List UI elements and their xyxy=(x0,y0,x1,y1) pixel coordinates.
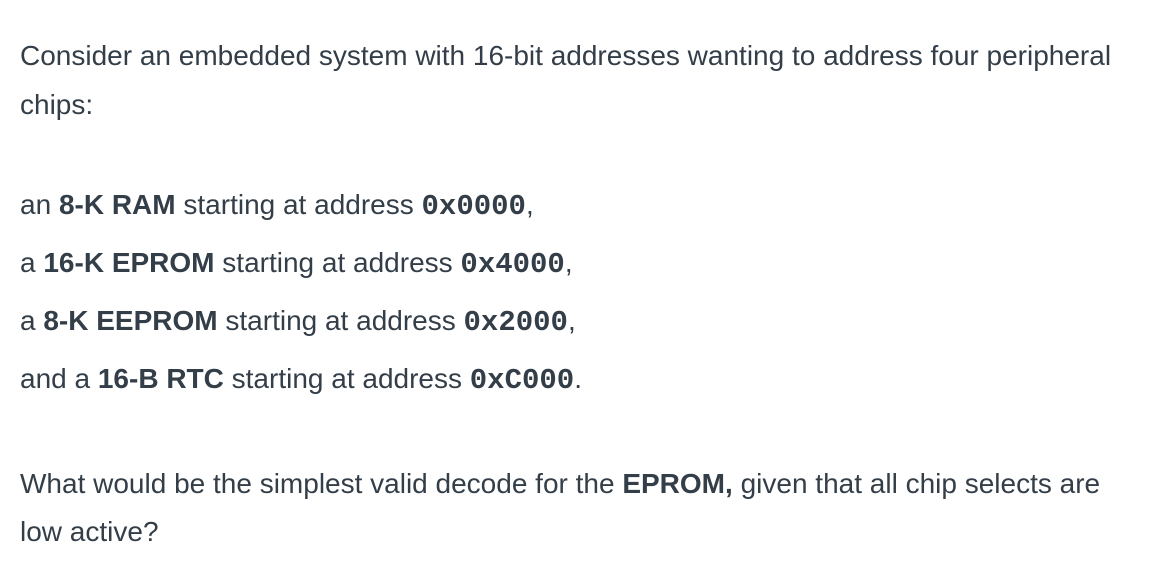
chip-mid: starting at address xyxy=(223,363,470,394)
chip-prefix: and a xyxy=(20,363,98,394)
chip-line-eprom: a 16-K EPROM starting at address 0x4000, xyxy=(20,235,1148,293)
chip-suffix: , xyxy=(525,189,534,220)
question-before: What would be the simplest valid decode … xyxy=(20,468,623,499)
chip-address: 0xC000 xyxy=(469,364,575,397)
chip-line-ram: an 8-K RAM starting at address 0x0000, xyxy=(20,177,1148,235)
chip-name: 8-K EEPROM xyxy=(43,305,218,336)
chip-prefix: an xyxy=(20,189,59,220)
question-emphasis: EPROM, xyxy=(622,468,733,499)
question-after: given that all chip selects are low acti… xyxy=(20,468,1101,547)
chip-suffix: , xyxy=(567,305,576,336)
intro-text: Consider an embedded system with 16-bit … xyxy=(20,40,1112,120)
chip-name: 8-K RAM xyxy=(58,189,176,220)
chip-suffix: , xyxy=(564,247,573,278)
chip-list: an 8-K RAM starting at address 0x0000, a… xyxy=(20,177,1148,409)
chip-name: 16-B RTC xyxy=(97,363,224,394)
chip-suffix: . xyxy=(574,363,582,394)
chip-address: 0x4000 xyxy=(460,248,565,281)
chip-address: 0x0000 xyxy=(421,190,526,223)
chip-line-eeprom: a 8-K EEPROM starting at address 0x2000, xyxy=(20,293,1148,351)
chip-prefix: a xyxy=(20,247,44,278)
intro-paragraph: Consider an embedded system with 16-bit … xyxy=(20,31,1148,129)
chip-mid: starting at address xyxy=(175,189,422,220)
chip-mid: starting at address xyxy=(217,305,464,336)
question-paragraph: What would be the simplest valid decode … xyxy=(20,460,1148,556)
chip-address: 0x2000 xyxy=(463,306,568,339)
chip-line-rtc: and a 16-B RTC starting at address 0xC00… xyxy=(20,351,1148,409)
chip-prefix: a xyxy=(20,305,44,336)
chip-name: 16-K EPROM xyxy=(43,247,215,278)
chip-mid: starting at address xyxy=(214,247,461,278)
